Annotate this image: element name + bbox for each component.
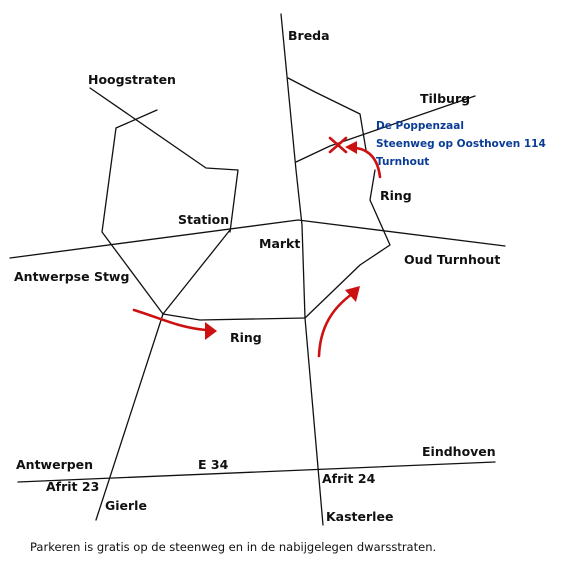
label-antwerpse-stwg: Antwerpse Stwg	[14, 269, 129, 284]
arrow-to-destination-head	[345, 141, 357, 154]
place-labels: Breda Hoogstraten Tilburg Station Markt …	[14, 28, 500, 524]
label-eindhoven: Eindhoven	[422, 444, 496, 459]
arrow-ring-south	[132, 308, 208, 332]
road-tilburg	[295, 95, 476, 163]
destination-marker-icon	[328, 136, 348, 154]
destination-street: Steenweg op Oosthoven 114	[376, 138, 546, 150]
road-breda-connector	[287, 77, 367, 151]
label-tilburg: Tilburg	[420, 91, 470, 106]
road-breda-kasterlee	[280, 13, 324, 526]
label-breda: Breda	[288, 28, 330, 43]
arrow-oud-turnhout-head	[345, 286, 360, 302]
label-ring-south: Ring	[230, 330, 262, 345]
label-afrit23: Afrit 23	[46, 479, 99, 494]
label-gierle: Gierle	[105, 498, 147, 513]
parking-caption: Parkeren is gratis op de steenweg en in …	[30, 540, 437, 554]
road-ring-east	[304, 169, 391, 319]
road-gierle	[95, 313, 164, 521]
label-kasterlee: Kasterlee	[326, 509, 393, 524]
roads	[9, 13, 506, 526]
road-ring-south	[162, 313, 306, 321]
road-e34	[17, 461, 496, 483]
destination-city: Turnhout	[376, 156, 429, 168]
label-e34: E 34	[198, 457, 229, 472]
destination-address: De Poppenzaal Steenweg op Oosthoven 114 …	[376, 120, 546, 168]
label-station: Station	[178, 212, 229, 227]
road-hoogstraten-station	[89, 87, 239, 233]
road-antwerpse-stwg-east-west	[9, 219, 506, 259]
direction-arrows	[132, 136, 382, 358]
label-ring-east: Ring	[380, 188, 412, 203]
arrow-to-destination	[354, 146, 382, 179]
arrow-ring-south-head	[205, 322, 217, 340]
label-oud-turnhout: Oud Turnhout	[404, 252, 500, 267]
label-antwerpen: Antwerpen	[16, 457, 93, 472]
destination-name: De Poppenzaal	[376, 120, 464, 132]
label-afrit24: Afrit 24	[322, 471, 376, 486]
label-markt: Markt	[259, 236, 300, 251]
label-hoogstraten: Hoogstraten	[88, 72, 176, 87]
arrow-oud-turnhout	[317, 292, 354, 358]
road-hoogstraten	[101, 109, 231, 315]
